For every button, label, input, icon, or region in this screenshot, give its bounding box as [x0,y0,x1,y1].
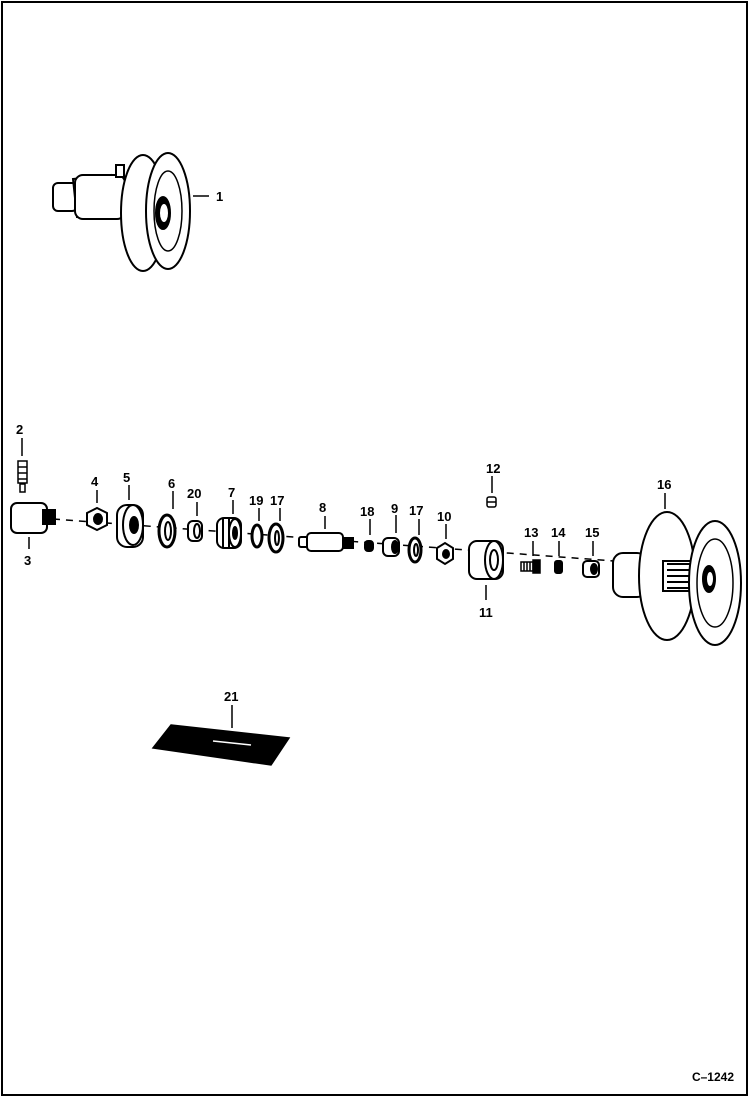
part-5-flange [116,504,144,548]
callout-2: 2 [16,422,23,437]
part-8-shaft [298,532,354,552]
part-17-ring-b [407,536,423,564]
callout-5: 5 [123,470,130,485]
callout-15: 15 [585,525,599,540]
callout-10: 10 [437,509,451,524]
callout-17b: 17 [409,503,423,518]
part-20-bushing [187,520,203,542]
part-6-ring [157,513,177,549]
callout-8: 8 [319,500,326,515]
part-1-pulley-assembly [52,152,191,272]
callout-14: 14 [551,525,566,540]
callout-13: 13 [524,525,538,540]
part-2-grease-fitting [17,460,28,493]
part-14-spring [554,560,563,574]
callout-7: 7 [228,485,235,500]
part-12-grease-fitting [486,496,497,508]
callout-12: 12 [486,461,500,476]
callout-4: 4 [91,474,99,489]
exploded-parts-diagram: 1 2 3 4 5 6 20 [10,152,742,766]
callout-21: 21 [224,689,238,704]
callout-3: 3 [24,553,31,568]
callout-1: 1 [216,189,223,204]
part-10-nut [436,541,454,566]
part-11-housing [468,540,504,580]
figure-id: C–1242 [691,1070,734,1084]
callout-18: 18 [360,504,374,519]
callout-19: 19 [249,493,263,508]
part-21-decal [151,724,291,766]
part-17-ring-a [267,522,285,554]
callout-17a: 17 [270,493,284,508]
part-19-washer [250,523,264,549]
part-9-collar [382,537,400,557]
part-15-spacer [582,560,600,578]
callout-11: 11 [479,605,493,620]
callout-20: 20 [187,486,201,501]
part-7-bearing [216,517,242,549]
callout-16: 16 [657,477,671,492]
part-4-nut [86,506,108,532]
part-18-pin [364,540,374,552]
part-3-hub [10,502,56,534]
part-13-bolt [520,559,541,574]
callout-9: 9 [391,501,398,516]
callout-6: 6 [168,476,175,491]
part-16-drive-pulley [612,511,742,646]
